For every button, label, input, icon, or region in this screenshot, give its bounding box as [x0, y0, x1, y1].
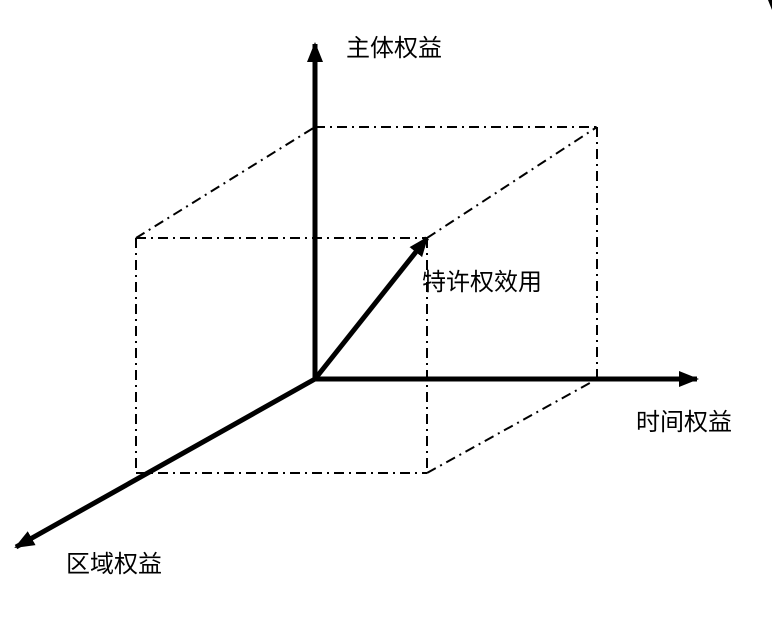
axes [14, 42, 699, 550]
depth-axis-arrow [14, 376, 317, 550]
cube-edges [135, 126, 598, 474]
horizontal-axis-label: 时间权益 [636, 408, 732, 436]
right-bottom-diagonal-edge [426, 378, 598, 474]
depth-axis-label: 区域权益 [66, 550, 162, 578]
right-top-diagonal-edge [426, 126, 598, 239]
utility-vector-label: 特许权效用 [422, 268, 542, 296]
corner-mark [768, 0, 772, 10]
vertical-axis-label: 主体权益 [346, 34, 442, 62]
left-top-diagonal-edge [135, 126, 316, 239]
utility-vector-arrow [313, 236, 429, 381]
